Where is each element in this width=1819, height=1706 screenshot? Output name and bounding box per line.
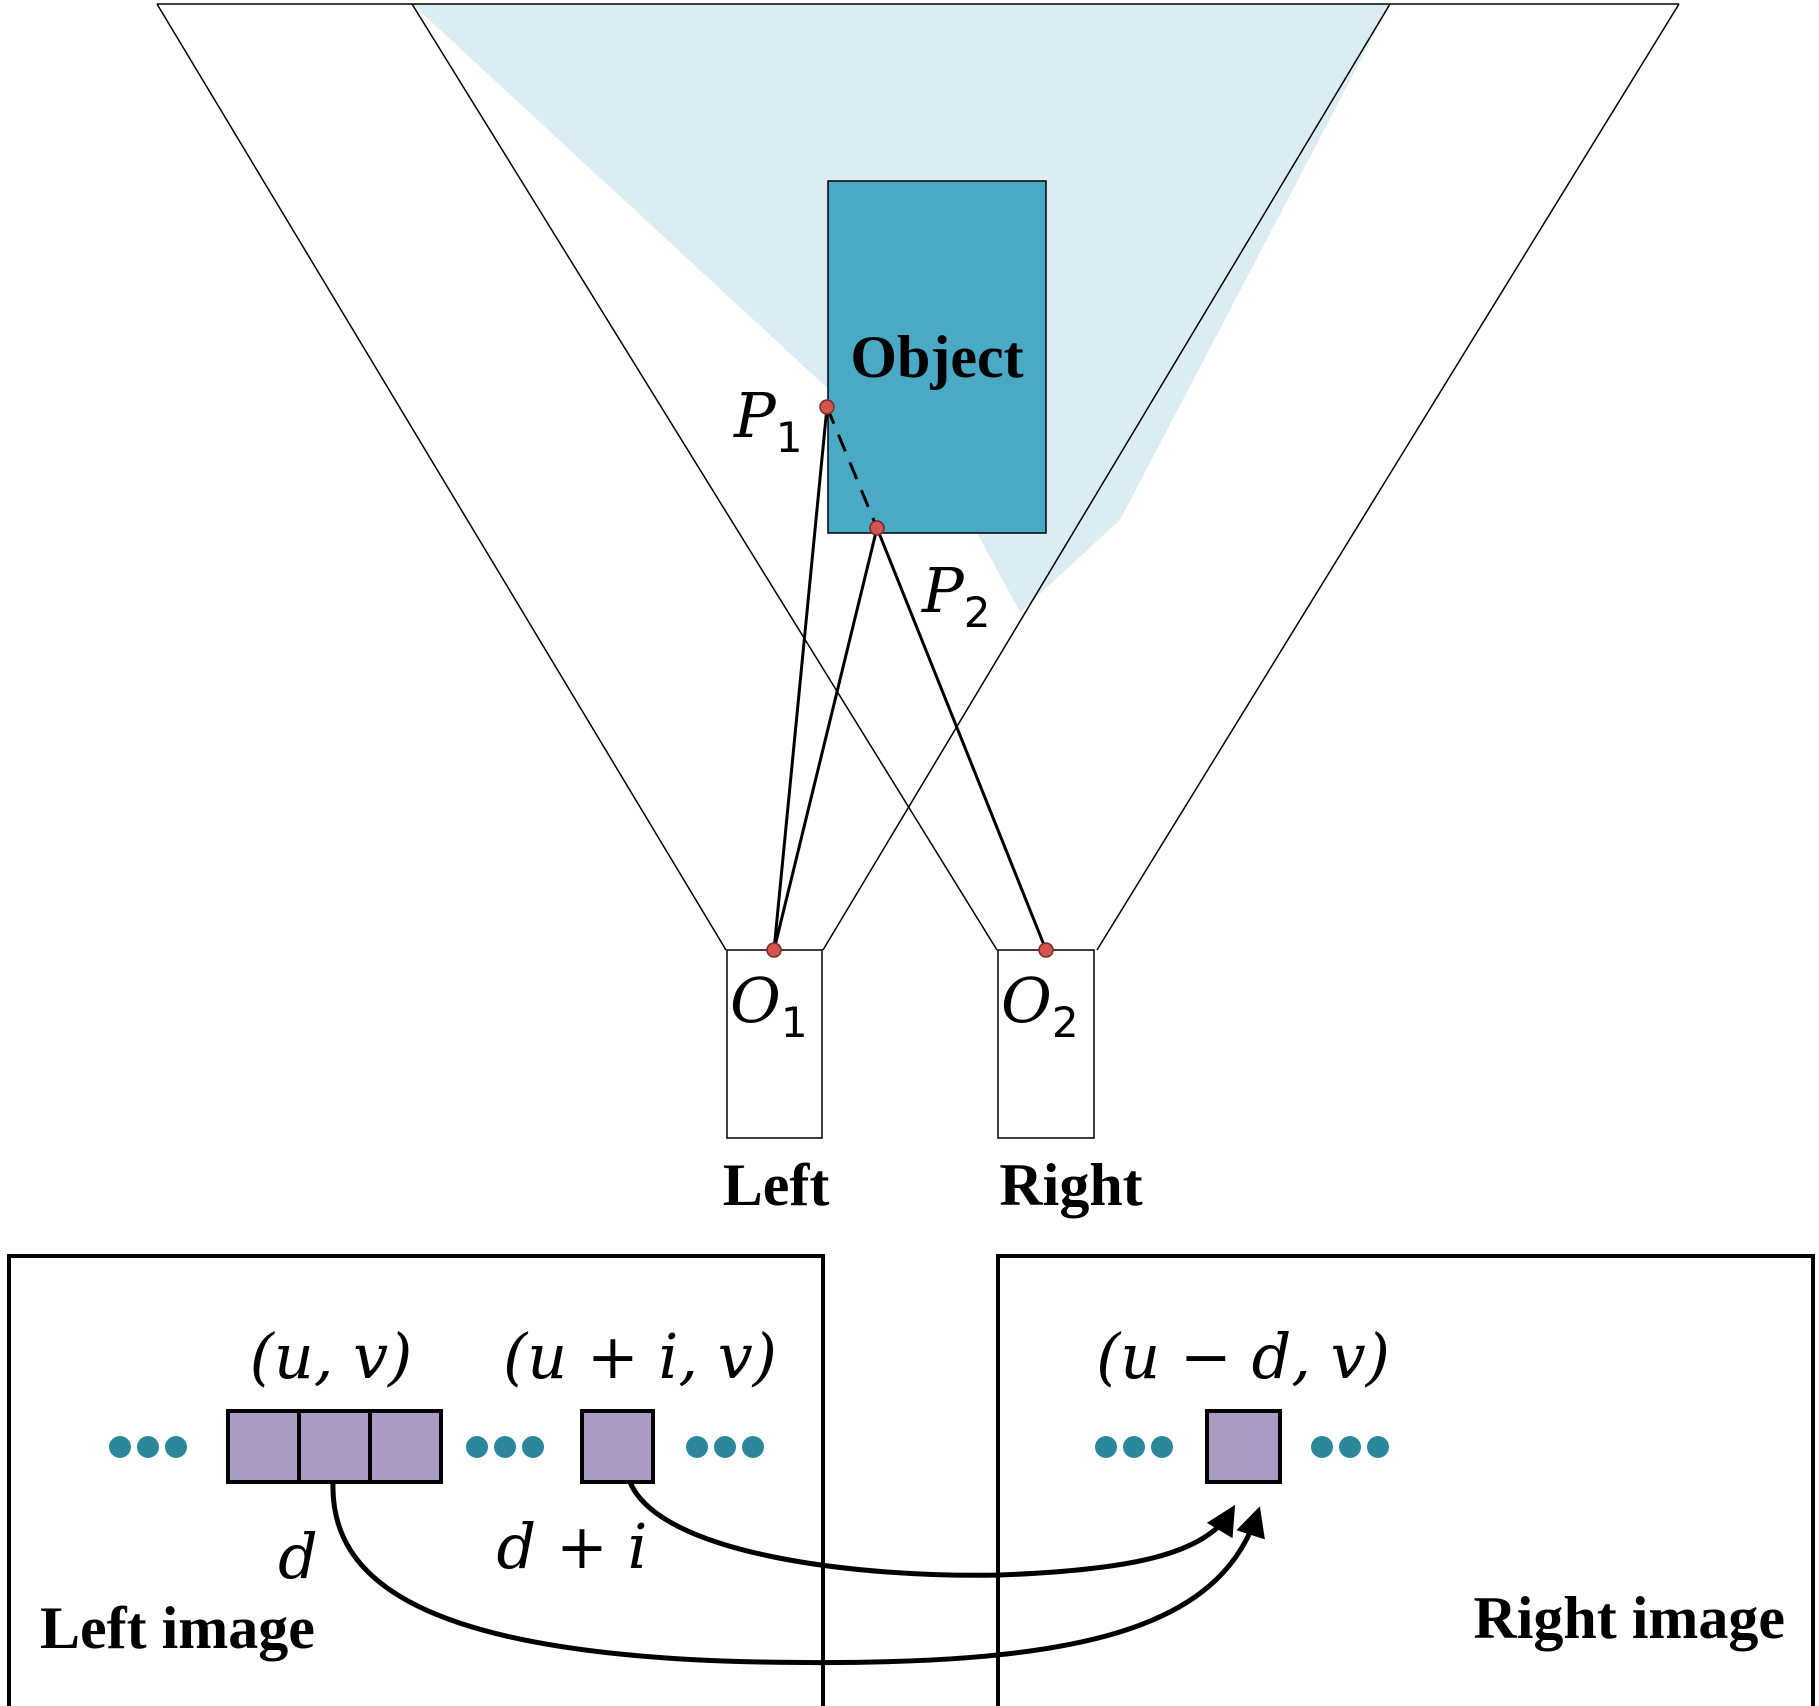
ray-o1-p2: [772, 527, 879, 951]
left-pixel-1: [226, 1409, 301, 1484]
match-arrow-d-plus-i: [627, 1481, 1236, 1578]
right-pixel: [1205, 1409, 1282, 1484]
left-image-panel: [7, 1254, 825, 1706]
occluded-ray-p1-p2: [825, 406, 879, 529]
camera-center-o1-label: O1: [730, 964, 808, 1047]
camera-center-o1-marker: [766, 942, 782, 958]
object-box: [827, 180, 1047, 534]
left-pixel-offset: [580, 1409, 655, 1484]
point-p2-label: P2: [921, 554, 990, 637]
right-trailing-ellipsis: [1311, 1436, 1389, 1458]
right-image-label: Right image: [1473, 1585, 1785, 1651]
right-fov-right-edge: [1096, 3, 1680, 951]
right-leading-ellipsis: [1095, 1436, 1173, 1458]
camera-center-o2-marker: [1038, 942, 1054, 958]
point-p1-label: P1: [733, 379, 802, 462]
left-pixel-3: [368, 1409, 443, 1484]
left-fov-left-edge: [156, 3, 727, 951]
left-camera-label: Left: [723, 1152, 830, 1218]
left-camera: [726, 949, 823, 1139]
left-coord-u-plus-i-v: (u + i, v): [503, 1320, 777, 1393]
point-p1-marker: [819, 399, 835, 415]
right-image-panel: [996, 1254, 1815, 1706]
left-image-label: Left image: [40, 1595, 315, 1661]
right-coord-u-minus-d-v: (u − d, v): [1096, 1320, 1390, 1393]
point-p2-marker: [869, 520, 885, 536]
match-arrow-d: [330, 1481, 1265, 1666]
ray-o1-p1: [772, 406, 829, 951]
disparity-d-label: d: [278, 1520, 318, 1593]
right-camera-label: Right: [999, 1152, 1142, 1218]
left-middle-ellipsis: [466, 1436, 544, 1458]
ray-o2-p2: [875, 527, 1048, 951]
left-leading-ellipsis: [109, 1436, 187, 1458]
left-fov-right-edge: [822, 3, 1391, 951]
right-camera: [997, 949, 1095, 1139]
right-fov-left-edge: [411, 3, 998, 951]
left-pixel-2: [297, 1409, 372, 1484]
left-coord-u-v: (u, v): [250, 1320, 413, 1393]
disparity-d-plus-i-label: d + i: [497, 1510, 648, 1583]
object-label: Object: [850, 324, 1023, 390]
left-trailing-ellipsis: [686, 1436, 764, 1458]
camera-center-o2-label: O2: [1001, 964, 1079, 1047]
